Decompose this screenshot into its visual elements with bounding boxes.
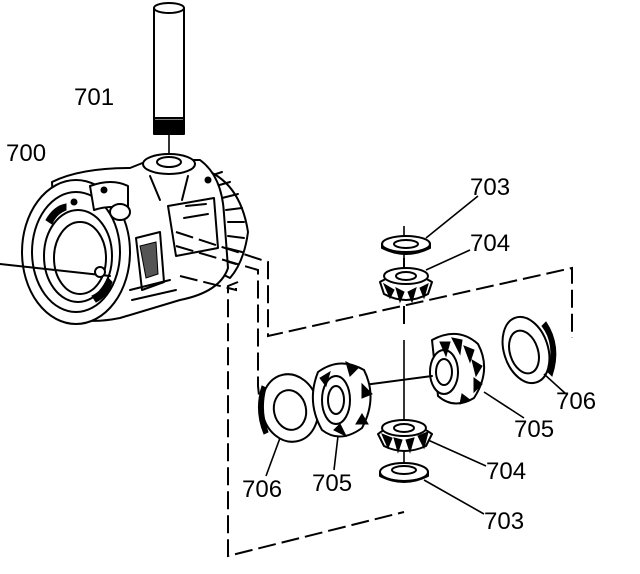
differential-case-700 — [0, 153, 249, 325]
thrust-washer-703-top — [381, 195, 479, 255]
thrust-washer-706-right — [501, 315, 567, 395]
label-700: 700 — [6, 140, 47, 167]
pinion-shaft-701 — [153, 2, 185, 158]
pinion-gear-704-top — [379, 249, 471, 304]
label-704-bottom: 704 — [486, 458, 527, 485]
label-705-right: 705 — [514, 416, 555, 443]
assembly-guide-lines — [175, 226, 573, 558]
label-704-top: 704 — [470, 230, 511, 257]
thrust-washer-703-bottom — [379, 462, 485, 515]
side-gear-705-right — [355, 333, 525, 419]
thrust-washer-706-left — [258, 373, 320, 477]
label-706-right: 706 — [556, 388, 597, 415]
pinion-gear-704-bottom — [377, 419, 487, 467]
label-705-left: 705 — [312, 470, 353, 497]
label-703-top: 703 — [470, 174, 511, 201]
label-706-left: 706 — [242, 476, 283, 503]
label-701: 701 — [74, 84, 115, 111]
side-gear-705-left — [311, 361, 373, 471]
label-703-bottom: 703 — [484, 508, 525, 535]
